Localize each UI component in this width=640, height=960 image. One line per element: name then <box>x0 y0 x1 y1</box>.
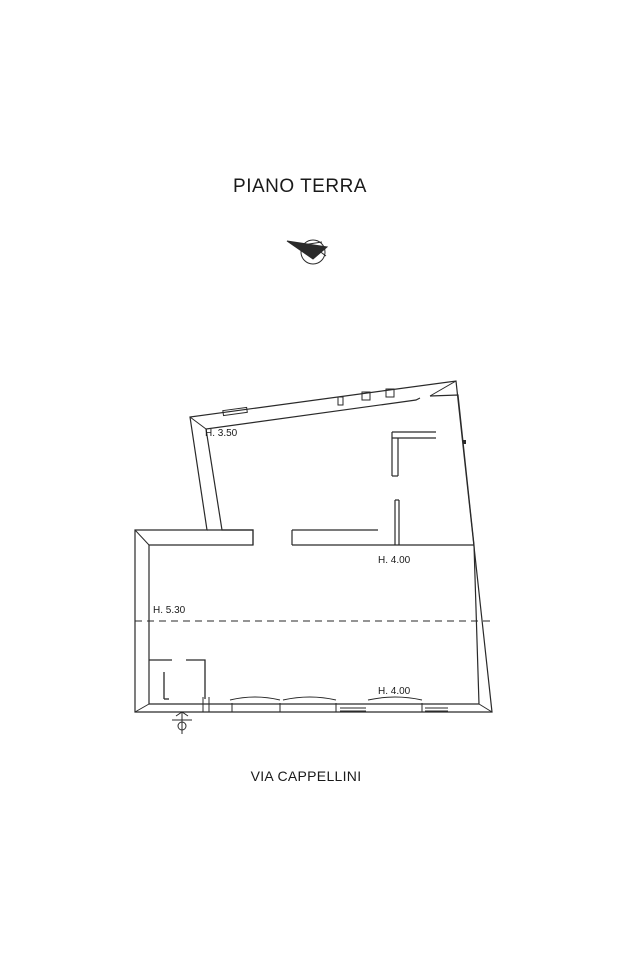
north-arrow-icon <box>286 239 329 265</box>
entrance-marker-icon <box>172 711 192 734</box>
interior-partition <box>391 431 436 545</box>
windows-bottom <box>202 696 448 712</box>
height-label-upper-right: H. 4.00 <box>378 555 411 566</box>
height-label-middle: H. 5.30 <box>153 605 186 616</box>
plan-title: PIANO TERRA <box>233 176 367 197</box>
height-label-upper-left: H. 3.50 <box>205 428 238 439</box>
height-label-lower: H. 4.00 <box>378 686 411 697</box>
outer-walls <box>134 380 493 713</box>
street-label: VIA CAPPELLINI <box>250 768 362 784</box>
small-room <box>149 659 206 700</box>
wall-thickness <box>134 380 493 713</box>
edge-marks <box>463 440 466 444</box>
windows-top <box>222 388 395 417</box>
